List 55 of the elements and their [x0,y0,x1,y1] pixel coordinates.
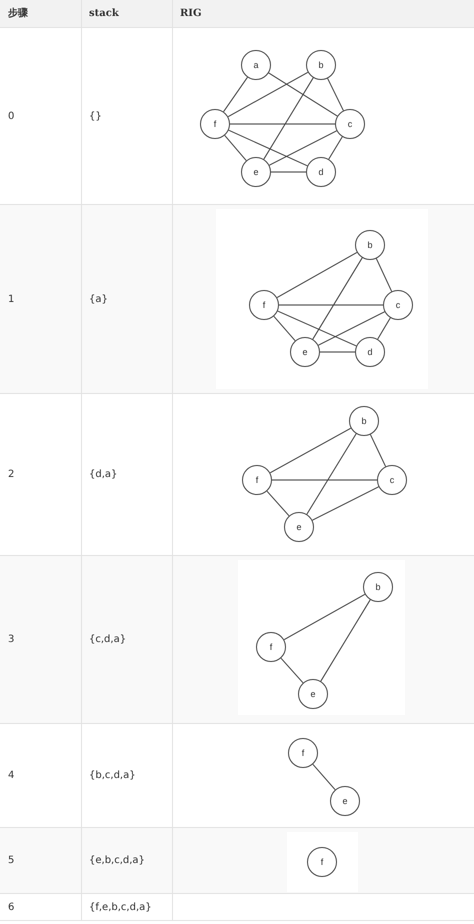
column-header: RIG [180,7,202,21]
graph-node: f [288,738,318,768]
edge-line [312,764,336,790]
edge-line [370,434,386,467]
edge-line [277,310,357,346]
graph-node: c [335,109,365,139]
edge-line [278,304,384,306]
graph-node: b [349,406,379,436]
stack-contents: {d,a} [89,468,118,482]
stack-contents: {b,c,d,a} [89,769,136,783]
edge-line [268,130,338,166]
graph-node: e [284,512,314,542]
edge-line [268,72,338,117]
step-number: 4 [8,769,14,783]
step-number: 1 [8,292,14,306]
edge-line [223,76,248,112]
stack-contents: {f,e,b,c,d,a} [89,900,152,914]
edge-line [318,311,386,346]
edge-line [263,77,314,160]
step-number: 3 [8,633,14,647]
edge-line [228,130,308,166]
column-header: 步骤 [8,7,28,21]
edge-line [320,599,371,682]
stack-contents: {a} [89,292,108,306]
edge-line [306,433,357,515]
column-header: stack [89,7,119,21]
graph-node: f [200,109,230,139]
graph-node: b [306,50,336,80]
step-number: 0 [8,110,14,124]
graph-node: d [306,157,336,187]
edge-line [266,490,290,516]
edge-line [312,257,363,340]
edge-line [284,594,366,640]
edge-line [276,252,358,298]
stack-contents: {e,b,c,d,a} [89,854,145,868]
graph-node: a [241,50,271,80]
edge-line [224,134,247,162]
edge-line [280,658,304,684]
graph-node: e [241,157,271,187]
graph-node: c [377,465,407,495]
edge-line [270,428,352,474]
graph-node: e [330,786,360,816]
graph-node: f [242,465,272,495]
edge-line [312,486,380,521]
edge-line [327,78,344,112]
step-number: 6 [8,900,14,914]
edge-line [328,136,343,160]
step-number: 5 [8,854,14,868]
edge-line [273,316,296,342]
edge-line [377,317,391,340]
edge-line [228,72,308,118]
stack-contents: {c,d,a} [89,633,126,647]
stack-contents: {} [89,110,102,124]
edge-line [376,258,392,292]
step-number: 2 [8,468,14,482]
